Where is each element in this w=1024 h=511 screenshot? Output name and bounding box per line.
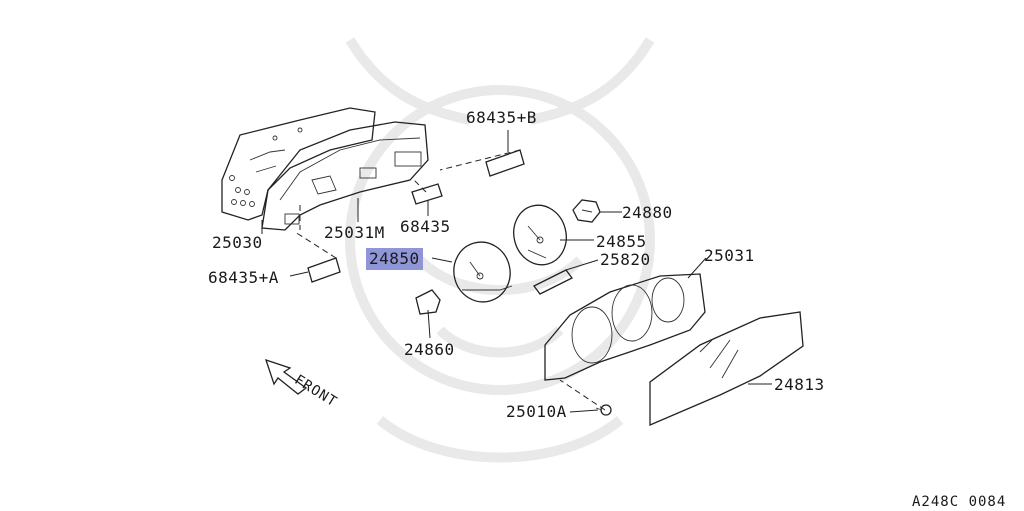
part-24855-tachometer[interactable]	[507, 199, 573, 270]
part-68435a-lens[interactable]	[307, 257, 341, 283]
part-68435b-lens[interactable]	[485, 149, 525, 177]
label-25031m: 25031M	[324, 223, 385, 242]
label-24860: 24860	[404, 340, 455, 359]
part-25820-gauge[interactable]	[533, 269, 573, 295]
part-24880-gauge[interactable]	[572, 199, 601, 223]
label-24850[interactable]: 24850	[366, 248, 423, 270]
label-68435b: 68435+B	[466, 108, 537, 127]
label-25820: 25820	[600, 250, 651, 269]
watermark-emblem	[345, 37, 655, 463]
part-24813-meter-glass[interactable]	[649, 311, 804, 426]
part-25010a-screw[interactable]	[595, 404, 612, 416]
front-arrow-icon	[264, 358, 308, 395]
part-25031m-meter-case[interactable]	[261, 121, 429, 231]
label-68435: 68435	[400, 217, 451, 236]
label-25010a: 25010A	[506, 402, 567, 421]
label-24813: 24813	[774, 375, 825, 394]
label-25030: 25030	[212, 233, 263, 252]
label-24855: 24855	[596, 232, 647, 251]
reference-code: A248C 0084	[912, 494, 1007, 510]
label-25031: 25031	[704, 246, 755, 265]
part-25030-printed-circuit[interactable]	[221, 107, 376, 221]
part-68435-lens[interactable]	[411, 183, 443, 205]
label-24880: 24880	[622, 203, 673, 222]
part-24860-gauge[interactable]	[415, 289, 441, 315]
part-24850-speedometer[interactable]	[447, 236, 517, 308]
label-68435a: 68435+A	[208, 268, 279, 287]
part-25031-housing[interactable]	[544, 273, 706, 381]
